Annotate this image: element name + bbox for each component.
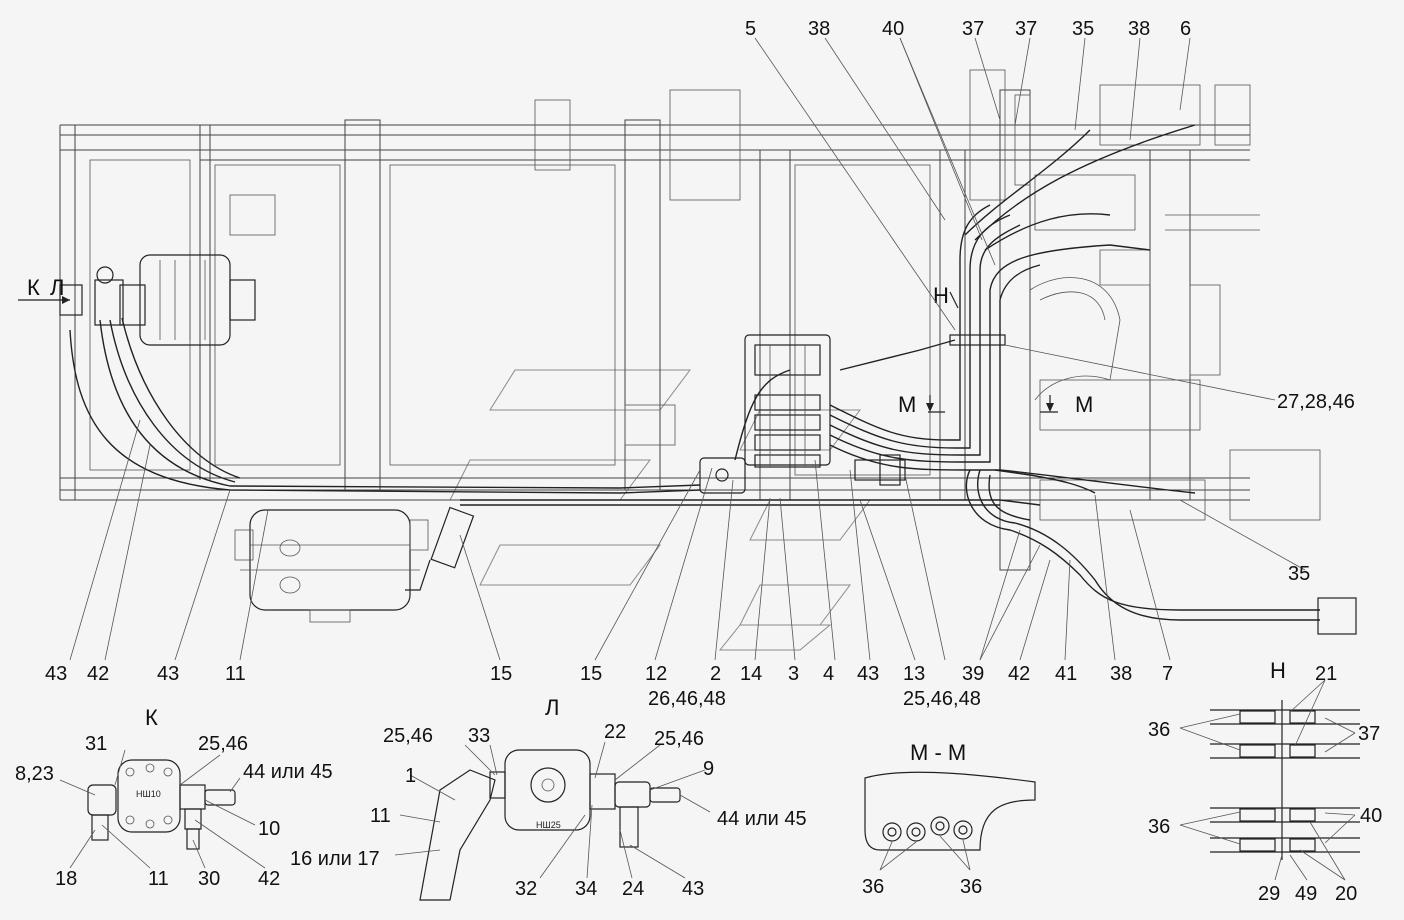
callout-41: 41 [1055,663,1077,685]
k-callout-8-23: 8,23 [15,763,54,785]
callout-40: 40 [882,18,904,40]
callout-15: 15 [490,663,512,685]
callout-26-46-48: 26,46,48 [648,688,726,710]
hose-cross-sections [882,816,973,842]
callout-35: 35 [1072,18,1094,40]
callout-38: 38 [1128,18,1150,40]
k-callout-11: 11 [148,868,169,890]
pump-label-l: НШ25 [536,820,561,830]
n-callout-40: 40 [1360,805,1382,827]
section-mark-m-left: М [898,392,916,417]
callout-7: 7 [1162,663,1173,685]
callout-12: 12 [645,663,667,685]
callout-43: 43 [857,663,879,685]
callout-37: 37 [962,18,984,40]
n-callout-20: 20 [1335,883,1357,905]
k-callout-31: 31 [85,733,107,755]
k-callout-42: 42 [258,868,280,890]
leader-lines [69,37,1306,661]
l-callout-11: 11 [370,805,391,827]
view-title-n: Н [1270,658,1286,683]
k-callout-44-45: 44 или 45 [243,761,333,783]
watermark-logo [449,369,871,651]
n-callout-29: 29 [1258,883,1280,905]
l-callout-9: 9 [703,758,714,780]
callout-2: 2 [710,663,721,685]
n-callout-49: 49 [1295,883,1317,905]
callout-38: 38 [1110,663,1132,685]
callout-43: 43 [157,663,179,685]
n-callout-36: 36 [1148,816,1170,838]
callout-4: 4 [823,663,834,685]
l-callout-43: 43 [682,878,704,900]
callout-13: 13 [903,663,925,685]
callout-25-46-48: 25,46,48 [903,688,981,710]
section-mark-m-right: М [1075,392,1093,417]
section-mark-k: К [27,275,40,300]
k-callout-25-46: 25,46 [198,733,248,755]
hose-clamp-plate [949,334,1006,346]
mm-callout-36: 36 [862,876,884,898]
main-callouts: 5 38 40 37 37 35 38 6 27,28,46 35 43 42 … [45,18,1355,710]
view-title-m-m: М - М [910,740,966,765]
callout-38: 38 [808,18,830,40]
callout-3: 3 [788,663,799,685]
l-callout-24: 24 [622,878,644,900]
l-callout-33: 33 [468,725,490,747]
callout-42: 42 [1008,663,1030,685]
section-view-m-m: М - М 36 36 [862,740,1036,898]
l-callout-32: 32 [515,878,537,900]
return-filter [405,506,475,591]
callout-5: 5 [745,18,756,40]
clamp-fittings [1239,710,1316,852]
l-callout-34: 34 [575,878,597,900]
section-mark-l: Л [50,275,64,300]
section-marks: К Л Н М М [18,275,1093,417]
n-callout-21: 21 [1315,663,1337,685]
l-callout-25-46: 25,46 [654,728,704,750]
l-callout-44-45: 44 или 45 [717,808,807,830]
l-callout-1: 1 [405,765,416,787]
callout-37: 37 [1015,18,1037,40]
pump-label-k: НШ10 [136,789,161,799]
n-callout-37: 37 [1358,723,1380,745]
distributor-valve-block [699,334,906,494]
callout-14: 14 [740,663,762,685]
callout-39: 39 [962,663,984,685]
callout-11: 11 [225,663,246,685]
quick-coupler-block [1317,597,1357,635]
l-callout-22: 22 [604,721,626,743]
section-view-n: Н 21 36 37 36 40 29 4 [1148,658,1382,905]
callout-6: 6 [1180,18,1191,40]
view-title-k: К [145,705,158,730]
hose-lines [69,124,1320,621]
callout-42: 42 [87,663,109,685]
n-callout-36: 36 [1148,719,1170,741]
k-callout-10: 10 [258,818,280,840]
l-callout-25-46: 25,46 [383,725,433,747]
hydraulic-tank [234,509,429,623]
section-mark-n: Н [933,283,949,308]
callout-35: 35 [1288,563,1310,585]
view-title-l: Л [545,695,559,720]
k-callout-18: 18 [55,868,77,890]
callout-43: 43 [45,663,67,685]
detail-view-k: К НШ10 31 25,46 8,23 44 или 45 10 18 11 … [15,705,333,890]
k-callout-30: 30 [198,868,220,890]
mm-callout-36: 36 [960,876,982,898]
l-callout-16-17: 16 или 17 [290,848,380,870]
detail-view-l: Л НШ25 25,46 33 22 25,46 9 1 11 44 или 4… [290,695,807,901]
front-pump-unit [59,254,256,346]
callout-27-28-46: 27,28,46 [1277,391,1355,413]
callout-15: 15 [580,663,602,685]
